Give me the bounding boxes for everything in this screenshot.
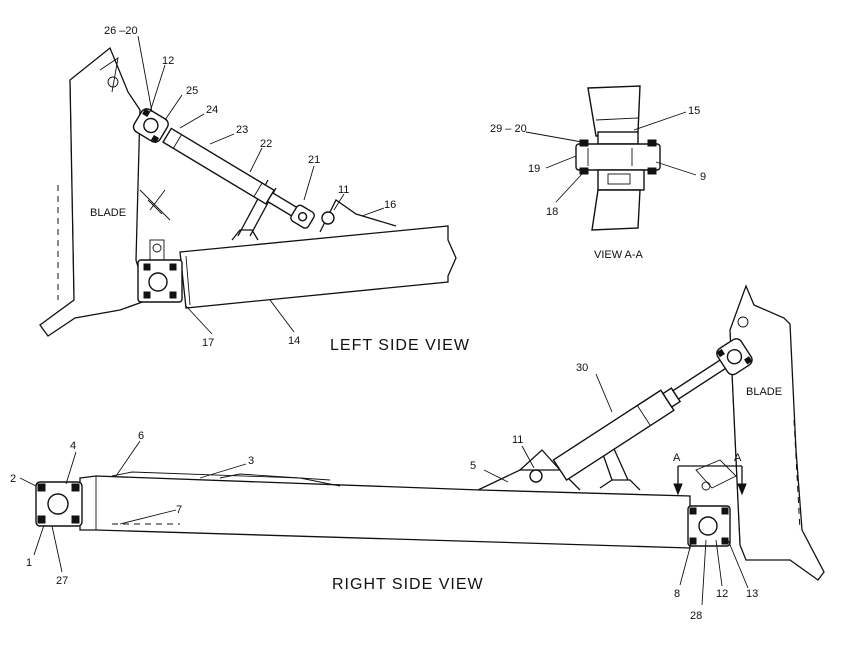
callout: 22 xyxy=(260,138,272,150)
callout: 27 xyxy=(56,575,68,587)
left-side-view-title: LEFT SIDE VIEW xyxy=(330,337,470,354)
callout: 24 xyxy=(206,104,218,116)
blade-label-left: BLADE xyxy=(90,207,126,219)
callout: 23 xyxy=(236,124,248,136)
right-view-leaders xyxy=(19,373,749,606)
callout: 28 xyxy=(690,610,702,622)
callout: 26 –20 xyxy=(104,25,138,37)
section-marker-right: A xyxy=(734,452,742,464)
callout: 17 xyxy=(202,337,214,349)
right-side-view-drawing xyxy=(35,284,825,581)
callout: 3 xyxy=(248,455,254,467)
callout: 15 xyxy=(688,105,700,117)
right-side-view-title: RIGHT SIDE VIEW xyxy=(332,576,484,593)
callout: 9 xyxy=(700,171,706,183)
callout: 18 xyxy=(546,206,558,218)
callout: 14 xyxy=(288,335,300,347)
section-view-title: VIEW A-A xyxy=(594,249,644,261)
section-view-drawing xyxy=(525,85,697,231)
callout: 30 xyxy=(576,362,588,374)
left-view-leaders xyxy=(137,35,385,335)
blade-label-right: BLADE xyxy=(746,386,782,398)
callout: 19 xyxy=(528,163,540,175)
callout: 2 xyxy=(10,473,16,485)
callout: 11 xyxy=(512,434,523,446)
callout: 25 xyxy=(186,85,198,97)
callout: 13 xyxy=(746,588,758,600)
callout: 6 xyxy=(138,430,144,442)
callout: 29 – 20 xyxy=(490,123,527,135)
callout: 1 xyxy=(26,557,32,569)
callout: 8 xyxy=(674,588,680,600)
callout: 12 xyxy=(716,588,728,600)
callout: 11 xyxy=(338,184,349,196)
callout: 5 xyxy=(470,460,476,472)
callout: 16 xyxy=(384,199,396,211)
callout: 12 xyxy=(162,55,174,67)
section-marker-left: A xyxy=(673,452,681,464)
callout: 4 xyxy=(70,440,76,452)
callout: 21 xyxy=(308,154,320,166)
callout: 7 xyxy=(176,504,182,516)
left-side-view-drawing xyxy=(39,46,457,337)
